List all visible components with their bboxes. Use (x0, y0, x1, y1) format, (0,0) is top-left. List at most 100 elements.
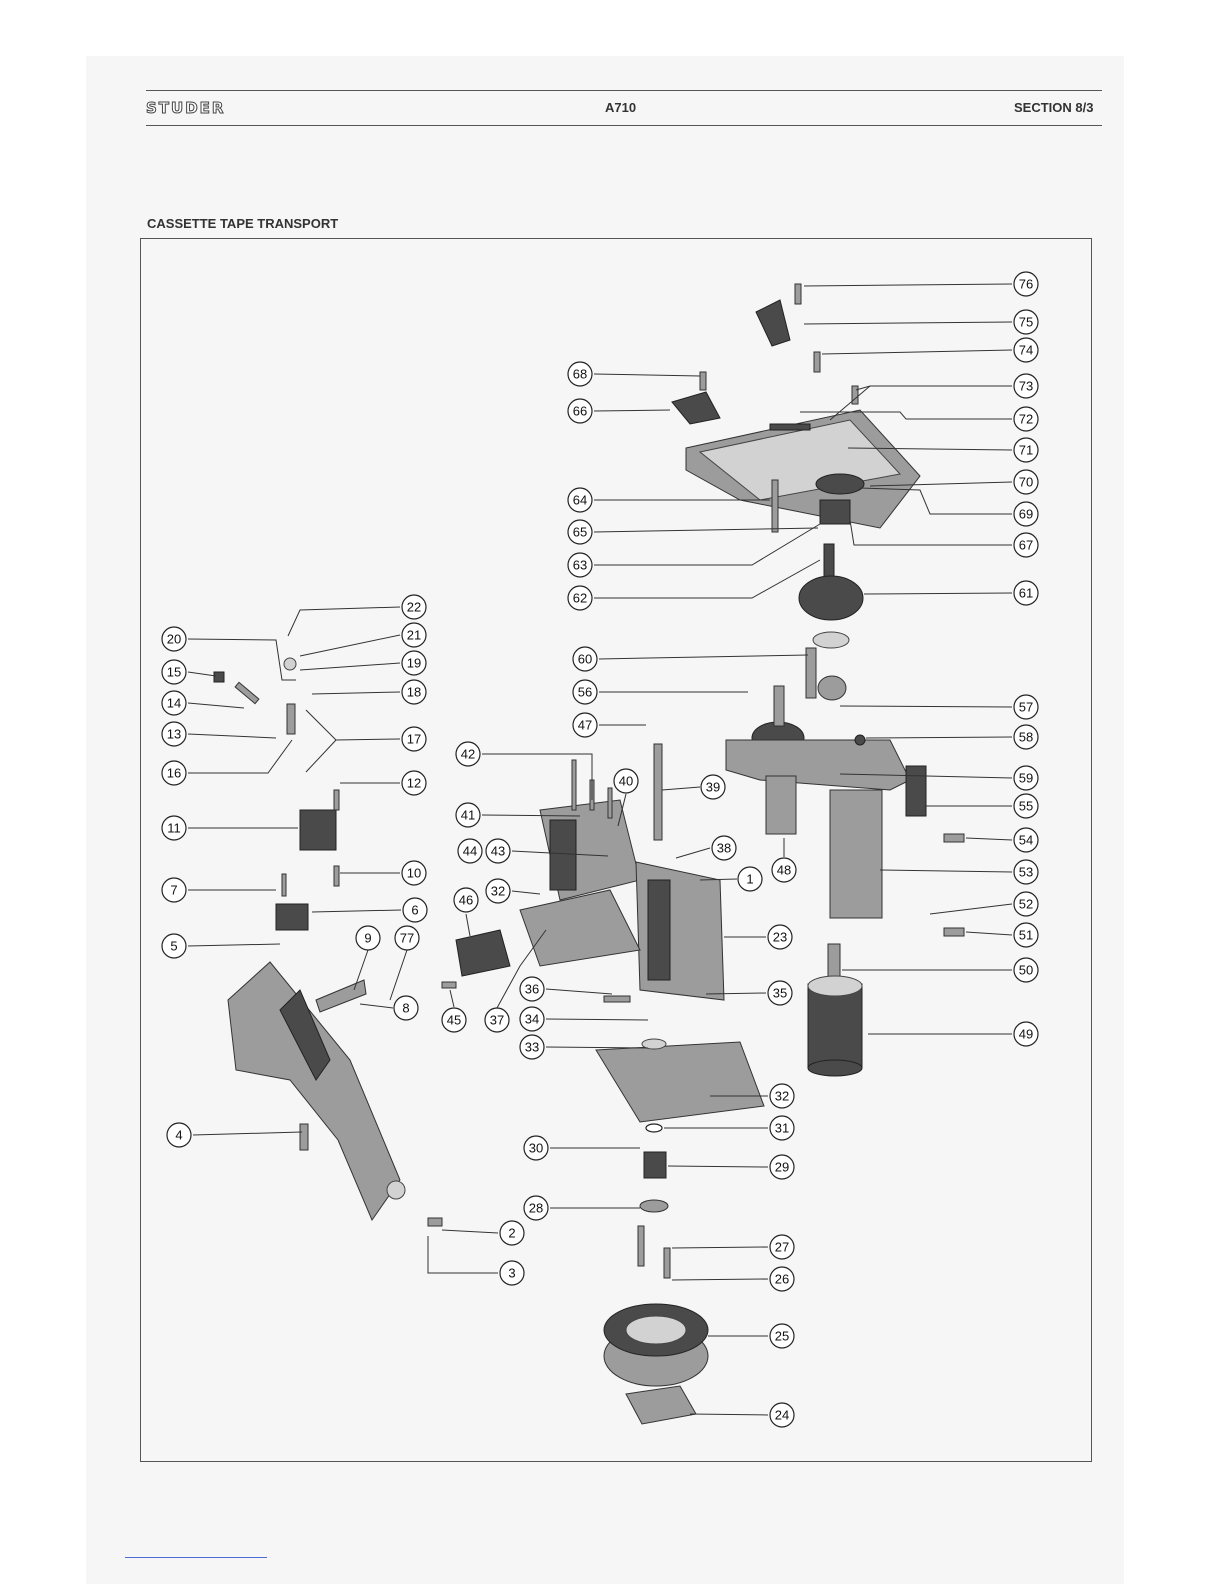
callout-24: 24 (770, 1403, 794, 1427)
callout-57: 57 (1014, 695, 1038, 719)
callout-label: 36 (525, 982, 539, 997)
head-block-assembly (442, 744, 724, 1002)
callout-54: 54 (1014, 828, 1038, 852)
callout-31: 31 (770, 1116, 794, 1140)
callout-label: 10 (407, 866, 421, 881)
callout-38: 38 (712, 836, 736, 860)
callout-label: 32 (775, 1089, 789, 1104)
callout-label: 14 (167, 696, 181, 711)
callout-9: 9 (356, 926, 380, 950)
callout-72: 72 (1014, 407, 1038, 431)
callout-label: 57 (1019, 700, 1033, 715)
callout-label: 59 (1019, 771, 1033, 786)
callout-label: 48 (777, 863, 791, 878)
callout-10: 10 (402, 861, 426, 885)
callout-label: 28 (529, 1201, 543, 1216)
callout-label: 56 (578, 685, 592, 700)
callout-label: 43 (491, 844, 505, 859)
callout-62: 62 (568, 586, 592, 610)
callout-label: 73 (1019, 379, 1033, 394)
callout-label: 13 (167, 727, 181, 742)
callout-label: 46 (459, 893, 473, 908)
callout-25: 25 (770, 1324, 794, 1348)
callout-label: 5 (170, 939, 177, 954)
callout-52: 52 (1014, 892, 1038, 916)
callout-61: 61 (1014, 581, 1038, 605)
callout-35: 35 (768, 981, 792, 1005)
callout-label: 27 (775, 1240, 789, 1255)
callout-20: 20 (162, 627, 186, 651)
callout-40: 40 (614, 769, 638, 793)
callout-68: 68 (568, 362, 592, 386)
callout-label: 68 (573, 367, 587, 382)
callout-label: 45 (447, 1013, 461, 1028)
callout-67: 67 (1014, 533, 1038, 557)
callout-label: 40 (619, 774, 633, 789)
callout-label: 44 (463, 844, 477, 859)
callout-51: 51 (1014, 923, 1038, 947)
callout-label: 62 (573, 591, 587, 606)
callout-74: 74 (1014, 338, 1038, 362)
callout-17: 17 (402, 727, 426, 751)
callout-50: 50 (1014, 958, 1038, 982)
callout-label: 15 (167, 665, 181, 680)
callout-label: 7 (170, 883, 177, 898)
callout-33: 33 (520, 1035, 544, 1059)
callout-76: 76 (1014, 272, 1038, 296)
callout-label: 31 (775, 1121, 789, 1136)
callout-label: 75 (1019, 315, 1033, 330)
callout-4: 4 (167, 1123, 191, 1147)
callout-label: 76 (1019, 277, 1033, 292)
capstan-motor (808, 944, 862, 1076)
callout-55: 55 (1014, 794, 1038, 818)
callout-label: 17 (407, 732, 421, 747)
callout-42: 42 (456, 742, 480, 766)
callout-60: 60 (573, 647, 597, 671)
callout-23: 23 (768, 925, 792, 949)
callout-label: 34 (525, 1012, 539, 1027)
callout-label: 67 (1019, 538, 1033, 553)
callout-11: 11 (162, 816, 186, 840)
callout-2: 2 (500, 1221, 524, 1245)
callout-label: 30 (529, 1141, 543, 1156)
callout-69: 69 (1014, 502, 1038, 526)
callout-label: 35 (773, 986, 787, 1001)
callout-label: 32 (491, 884, 505, 899)
callout-56: 56 (573, 680, 597, 704)
callout-label: 65 (573, 525, 587, 540)
callout-label: 41 (461, 808, 475, 823)
callout-22: 22 (402, 595, 426, 619)
callout-label: 23 (773, 930, 787, 945)
callout-13: 13 (162, 722, 186, 746)
callout-75: 75 (1014, 310, 1038, 334)
callout-label: 16 (167, 766, 181, 781)
callout-label: 11 (167, 821, 181, 836)
callout-1: 1 (738, 867, 762, 891)
callout-label: 74 (1019, 343, 1033, 358)
callout-39: 39 (701, 775, 725, 799)
callout-70: 70 (1014, 470, 1038, 494)
bottom-link-underline (125, 1557, 267, 1558)
callout-label: 50 (1019, 963, 1033, 978)
callout-label: 12 (407, 776, 421, 791)
callout-label: 61 (1019, 586, 1033, 601)
callout-49: 49 (1014, 1022, 1038, 1046)
callout-label: 58 (1019, 730, 1033, 745)
callout-label: 38 (717, 841, 731, 856)
callout-64: 64 (568, 488, 592, 512)
callout-label: 4 (175, 1128, 182, 1143)
callout-28: 28 (524, 1196, 548, 1220)
right-main-chassis (726, 735, 964, 936)
callout-label: 60 (578, 652, 592, 667)
callout-label: 53 (1019, 865, 1033, 880)
callout-45: 45 (442, 1008, 466, 1032)
callout-label: 19 (407, 656, 421, 671)
callout-label: 71 (1019, 443, 1033, 458)
callout-label: 2 (508, 1226, 515, 1241)
callout-63: 63 (568, 553, 592, 577)
callout-label: 37 (490, 1013, 504, 1028)
callout-21: 21 (402, 623, 426, 647)
callout-66: 66 (568, 399, 592, 423)
callout-26: 26 (770, 1267, 794, 1291)
